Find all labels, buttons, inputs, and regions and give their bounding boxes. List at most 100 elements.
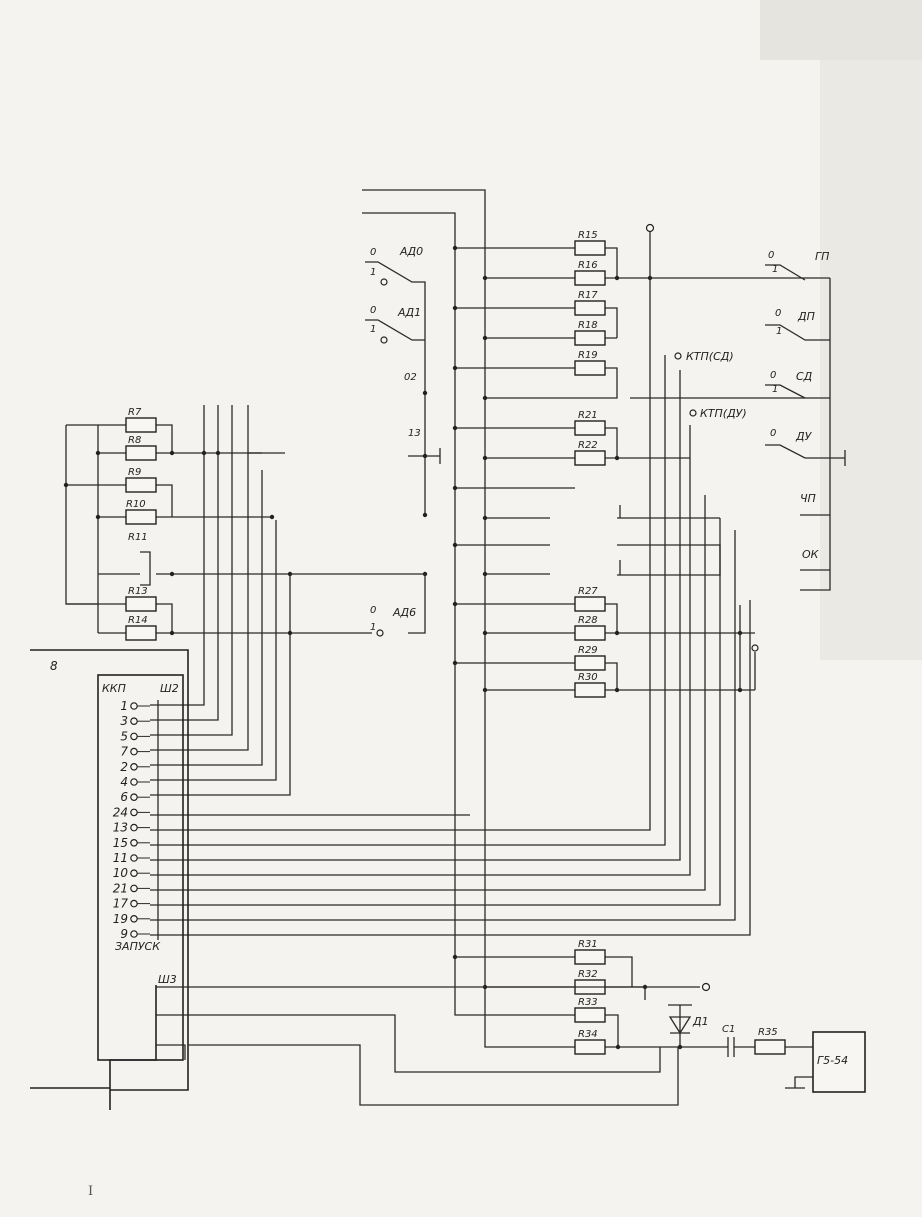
label-r27: R27 [578,586,598,597]
relay-dp-label: ДП [797,310,815,323]
resistor-r31 [574,949,606,965]
kkp-pin-3-terminal [130,717,138,726]
kkp-pin-1-terminal [130,702,138,710]
kkp-pin-19-label: 19 [113,912,128,926]
bottom-circuit: Ш3 R31 R32 R33 R34 Д1 С1 R35 Г5-54 [109,665,866,1110]
kkp-pin-11-label: 11 [113,851,128,865]
kkp-pin-19-terminal [130,914,138,923]
label-r32: R32 [578,969,598,980]
kkp-pin-15-terminal [130,838,138,847]
margin-mark: I [88,1184,93,1199]
sd-pos1: 1 [772,384,778,395]
label-r11: R11 [128,532,148,543]
resistor-r18 [574,330,606,346]
connector-sh3-label: Ш3 [158,973,177,986]
kkp-pin-24-label: 24 [113,805,128,819]
kkp-pin-21-label: 21 [113,881,128,895]
relay-du-label: ДУ [795,430,813,443]
relay-ad3-label: 13 [408,428,421,439]
kkp-pin-24-terminal [130,808,138,817]
label-r18: R18 [578,320,598,331]
resistor-r33 [574,1007,606,1023]
dp-pos0: 0 [775,308,781,319]
relay-gp-label: ГП [815,250,829,263]
resistor-r34 [574,1039,606,1055]
label-r30: R30 [578,672,598,683]
test-point-ktp-du: КТП(ДУ) [700,407,747,420]
resistor-r35 [754,1039,786,1055]
label-r35: R35 [758,1027,778,1038]
relay-ad6-label: АД6 [392,606,416,619]
ad0-pos1: 1 [370,267,376,278]
capacitor-label: С1 [722,1024,735,1035]
relay-ad2-label: 02 [404,372,417,383]
diode-label: Д1 [692,1015,709,1028]
relay-ad1-label: АД1 [397,306,421,319]
ad1-pos0: 0 [370,305,376,316]
relay-ad0-label: АД0 [399,245,423,258]
dp-pos1: 1 [776,326,782,337]
label-r14: R14 [128,615,148,626]
kkp-pin-3-label: 3 [120,714,128,728]
label-r31: R31 [578,939,598,950]
connector-kkp-label: ККП [102,682,126,695]
label-r19: R19 [578,350,598,361]
kkp-pin-6-terminal [130,793,138,802]
kkp-pin-15-label: 15 [113,836,128,850]
gp-pos0: 0 [768,250,774,261]
relay-sd-label: СД [796,370,813,383]
right-resistor-network: R15 R16 R17 R18 R19 R21 R22 R27 R28 R29 … [150,223,830,936]
kkp-pin-4-terminal [130,778,138,786]
label-r13: R13 [128,586,148,597]
kkp-pin-6-label: 6 [120,790,128,804]
left-resistor-network: R7 R8 R9 R10 R11 R13 R14 [63,407,372,641]
label-r10: R10 [126,499,146,510]
du-pos0: 0 [770,428,776,439]
kkp-pin-2-terminal [130,762,138,771]
kkp-pin-1-label: 1 [120,699,128,713]
label-r16: R16 [578,260,598,271]
ad6-pos1: 1 [370,622,376,633]
label-r29: R29 [578,645,598,656]
kkp-pin-4-label: 4 [120,775,128,789]
label-r15: R15 [578,230,598,241]
resistor-r22 [574,450,606,466]
resistor-r16 [574,270,606,286]
kkp-pin-5-terminal [130,732,138,741]
left-bus-wires [150,405,293,796]
resistor-r13 [125,596,157,612]
resistor-r7 [125,417,157,433]
kkp-pin-13-label: 13 [113,821,128,835]
resistor-r30 [574,682,606,698]
label-r28: R28 [578,615,598,626]
test-point-ktp-sd: КТП(СД) [686,350,734,363]
kkp-pin-7-terminal [130,747,138,756]
kkp-pin-7-label: 7 [120,745,128,759]
resistor-r10 [125,509,157,525]
resistor-r19 [574,360,606,376]
label-r9: R9 [128,467,141,478]
resistor-r15 [574,240,606,256]
generator-g5-54 [812,1031,866,1093]
ad0-pos0: 0 [370,247,376,258]
resistor-r28 [574,625,606,641]
relay-ok-label: ОК [802,548,820,561]
resistor-r8 [125,445,157,461]
kkp-pin-2-label: 2 [120,760,128,774]
resistor-r9 [125,477,157,493]
kkp-pin-9-terminal [130,930,138,938]
label-r21: R21 [578,410,598,421]
kkp-pin-21-terminal [130,884,138,893]
resistor-r21 [574,420,606,436]
label-r8: R8 [128,435,141,446]
kkp-pin-11-terminal [130,854,138,862]
gp-pos1: 1 [772,264,778,275]
ad1-pos1: 1 [370,324,376,335]
central-relay-contacts: 0 1 АД0 0 1 АД1 02 13 0 1 АД6 [290,189,486,690]
resistor-r14 [125,625,157,641]
generator-label: Г5-54 [817,1054,848,1067]
label-r17: R17 [578,290,598,301]
kkp-pin-9-label: 9 [120,927,128,941]
